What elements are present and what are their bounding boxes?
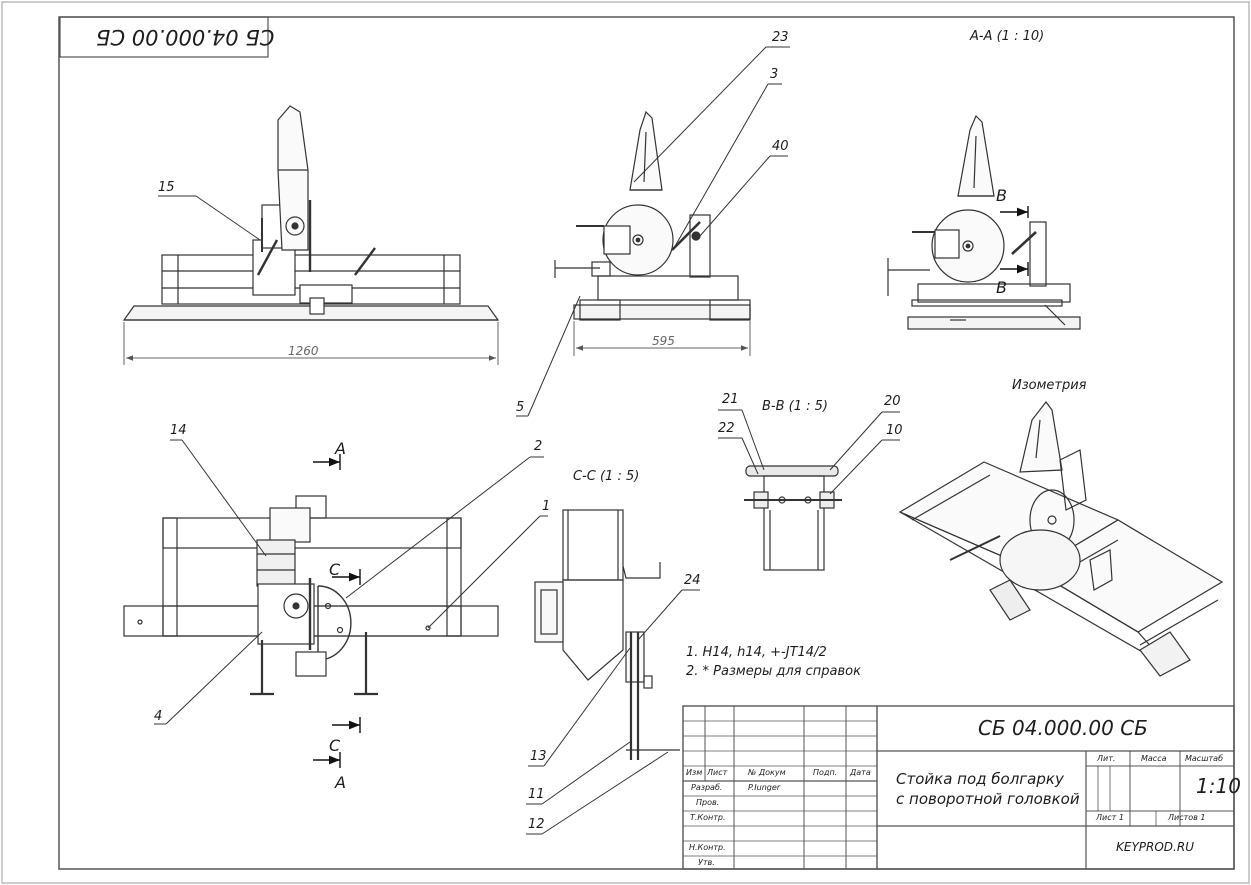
isometric-view	[898, 401, 1224, 677]
isometric-title: Изометрия	[1012, 378, 1087, 393]
callout-11: 11	[528, 787, 545, 802]
row-label-utv: Утв.	[698, 858, 715, 867]
dimension-value-width-side: 595	[652, 334, 675, 348]
scale-label: Масштаб	[1185, 754, 1224, 763]
rotated-code-box	[59, 16, 269, 58]
cut-label-c-bottom: С	[329, 736, 341, 755]
section-bb-title: В-В (1 : 5)	[762, 399, 828, 414]
dimension-1260	[123, 322, 499, 365]
cut-label-a-bottom: А	[335, 773, 346, 792]
cut-label-c-top: С	[329, 560, 341, 579]
callout-3: 3	[770, 67, 779, 82]
leader-lines	[154, 46, 900, 835]
dimension-595	[573, 321, 751, 356]
callout-20: 20	[884, 394, 901, 409]
callout-15: 15	[158, 180, 175, 195]
sheets-label: Листов 1	[1168, 813, 1206, 822]
section-cc-title: С-С (1 : 5)	[573, 469, 640, 484]
callout-23: 23	[772, 30, 789, 45]
mass-label: Масса	[1141, 754, 1167, 763]
section-aa-view	[887, 114, 1081, 330]
cut-label-a-top: А	[335, 439, 346, 458]
note-2: 2. * Размеры для справок	[686, 664, 861, 679]
title-block-code: СБ 04.000.00 СБ	[978, 716, 1148, 740]
scale-value: 1:10	[1196, 774, 1241, 798]
callout-12: 12	[528, 817, 545, 832]
title-block-grid	[682, 705, 1235, 870]
cut-marks-a-c	[313, 454, 361, 768]
callout-22: 22	[718, 421, 735, 436]
row-label-prov: Пров.	[696, 798, 720, 807]
section-aa-title: А-А (1 : 10)	[970, 29, 1045, 44]
cut-marks-b	[1000, 206, 1029, 276]
top-view	[123, 495, 499, 696]
callout-24: 24	[684, 573, 701, 588]
front-view	[122, 105, 500, 321]
callout-13: 13	[530, 749, 547, 764]
callout-4: 4	[154, 709, 163, 724]
callout-21: 21	[722, 392, 739, 407]
rotated-drawing-code: СБ 04.000.00 СБ	[96, 25, 275, 49]
callout-2: 2	[534, 439, 543, 454]
row-label-tkontr: Т.Контр.	[690, 813, 726, 822]
callout-14: 14	[170, 423, 187, 438]
callout-1: 1	[542, 499, 551, 514]
lit-label: Лит.	[1097, 754, 1116, 763]
section-cc-view	[534, 509, 680, 760]
cut-label-b-bottom: В	[996, 278, 1007, 297]
callout-10: 10	[886, 423, 903, 438]
col-header-list: Лист	[707, 768, 728, 777]
col-header-doc-no: № Докум	[748, 768, 786, 777]
col-header-izm: Изм	[686, 768, 703, 777]
callout-5: 5	[516, 400, 525, 415]
side-view	[554, 110, 751, 321]
dimension-value-width-front: 1260	[288, 344, 319, 358]
section-bb-view	[744, 465, 842, 571]
title-block-name-line1: Стойка под болгарку	[896, 770, 1064, 788]
cut-label-b-top: В	[996, 186, 1007, 205]
sheet-label: Лист 1	[1096, 813, 1124, 822]
row-label-razrab: Разраб.	[691, 783, 723, 792]
col-header-sign: Подп.	[813, 768, 838, 777]
company-name: KEYPROD.RU	[1116, 840, 1194, 854]
row-label-nkontr: Н.Контр.	[689, 843, 726, 852]
callout-40: 40	[772, 139, 789, 154]
note-1: 1. H14, h14, +-JT14/2	[686, 645, 827, 660]
col-header-date: Дата	[850, 768, 871, 777]
title-block-name-line2: с поворотной головкой	[896, 790, 1080, 808]
developer-name: P.Iunger	[748, 783, 781, 792]
